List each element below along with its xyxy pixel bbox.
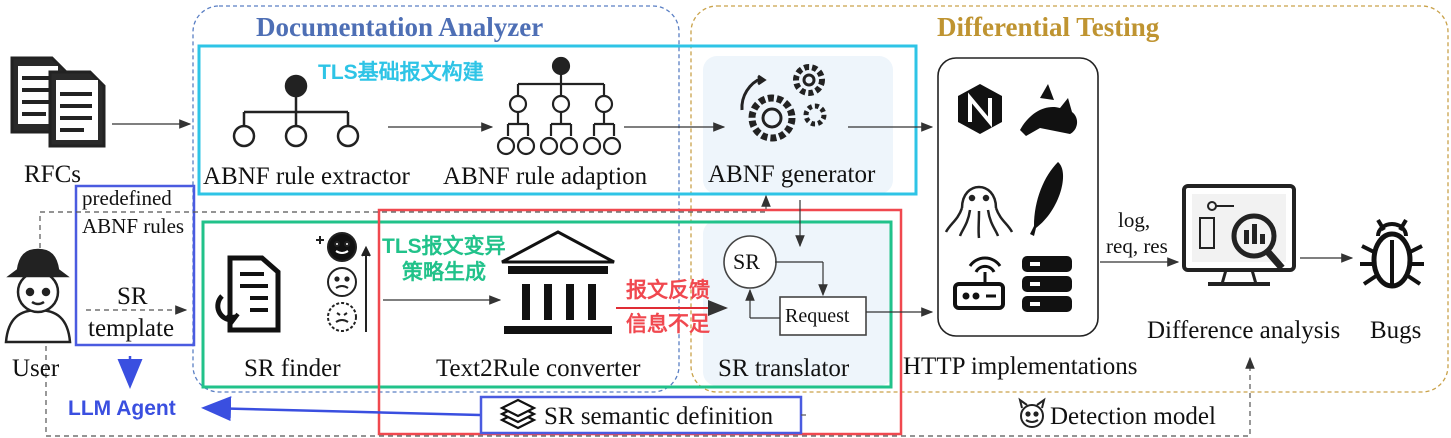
predefined-label-1: predefined — [82, 186, 172, 210]
request-box — [779, 296, 867, 336]
diff-testing-title: Differential Testing — [937, 12, 1160, 42]
doc-analyzer-title: Documentation Analyzer — [256, 12, 544, 42]
document-stack-icon — [10, 56, 106, 148]
text2rule-label: Text2Rule converter — [436, 355, 641, 382]
emoji-stack-icon — [316, 232, 371, 332]
document-refresh-icon — [215, 255, 281, 333]
layers-icon — [499, 398, 537, 430]
bug-icon — [1360, 218, 1424, 289]
green-box — [201, 220, 893, 389]
abnf-tree-icon — [232, 74, 360, 148]
feather-icon — [1030, 162, 1064, 236]
bugs-label: Bugs — [1370, 317, 1422, 344]
detection-model-label: Detection model — [1050, 403, 1216, 430]
tls-mutation-label-2: 策略生成 — [402, 261, 486, 284]
feedback-label-1: 报文反馈 — [626, 279, 710, 302]
feedback-label-2: 信息不足 — [626, 313, 710, 336]
http-impl-label: HTTP implementations — [903, 353, 1138, 380]
abnf-extractor-label: ABNF rule extractor — [203, 163, 410, 190]
tls-basic-label: TLS基础报文构建 — [318, 61, 484, 84]
request-label: Request — [785, 305, 850, 327]
abnf-generator-panel — [703, 56, 893, 194]
predefined-label-2: ABNF rules — [82, 214, 185, 238]
sr-template-label-1: SR — [117, 283, 148, 310]
user-avatar-icon — [4, 248, 72, 344]
sr-template-label-2: template — [88, 315, 175, 342]
nginx-icon — [958, 84, 1002, 134]
llm-agent-label: LLM Agent — [68, 397, 176, 420]
diff-analysis-label: Difference analysis — [1147, 317, 1341, 344]
blue-arrows — [117, 356, 481, 422]
router-icon — [953, 256, 1005, 310]
rfcs-label: RFCs — [24, 161, 81, 188]
sr-circle-label: SR — [733, 249, 760, 274]
sr-semantic-label: SR semantic definition — [544, 403, 774, 430]
dashed-arrows — [39, 194, 1255, 437]
flow-arrows — [112, 119, 1354, 319]
log-label-1: log, — [1118, 208, 1151, 232]
doc-analyzer-container — [192, 5, 680, 393]
devil-face-icon — [1018, 397, 1046, 428]
tls-basic-box — [197, 44, 918, 196]
abnf-adaption-tree-icon — [496, 56, 622, 156]
sr-translator-label: SR translator — [718, 355, 850, 382]
diff-testing-container — [690, 5, 1449, 393]
abnf-adaption-label: ABNF rule adaption — [443, 163, 648, 190]
log-label-2: req, res — [1106, 234, 1168, 258]
octopus-icon — [944, 185, 1014, 239]
gears-icon — [740, 64, 827, 142]
tomcat-icon — [1020, 84, 1078, 136]
server-icon — [1022, 256, 1072, 312]
sr-finder-label: SR finder — [244, 355, 341, 382]
tls-mutation-label-1: TLS报文变异 — [382, 235, 506, 258]
monitor-analysis-icon — [1182, 184, 1296, 286]
user-input-box — [74, 184, 196, 347]
user-label: User — [12, 355, 60, 382]
institution-icon — [501, 230, 615, 334]
abnf-generator-label: ABNF generator — [708, 161, 876, 188]
